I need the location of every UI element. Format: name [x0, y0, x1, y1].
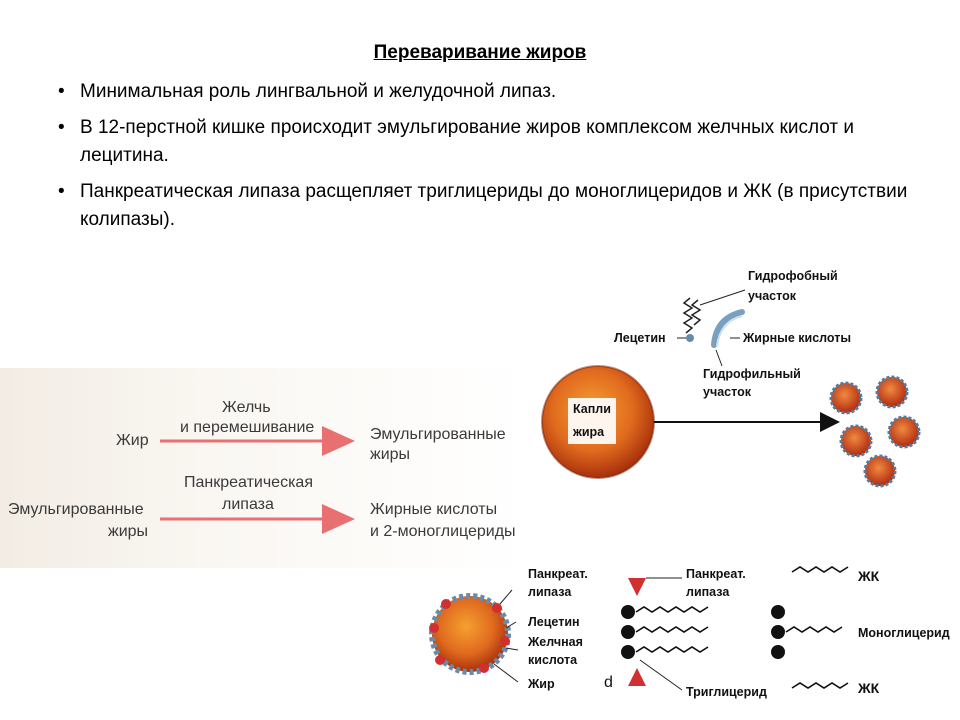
lipase-dot [441, 599, 451, 609]
glycerol-head [621, 645, 635, 659]
label-pancreatic-lipase-right-2: липаза [686, 585, 730, 599]
label-fatty-acids: Жирные кислоты [743, 331, 852, 345]
label-droplet-2: жира [573, 425, 605, 439]
hydrophobic-tail [690, 299, 702, 326]
emulsified-droplet [432, 596, 508, 672]
flow-input-emulsified-2: жиры [108, 523, 149, 540]
monoglyceride-head [771, 645, 785, 659]
flow-label-lipase: липаза [222, 496, 274, 513]
flow-label-mixing: и перемешивание [180, 419, 315, 436]
monoglyceride-head [771, 605, 785, 619]
glycerol-head [621, 625, 635, 639]
pointer-line [505, 621, 517, 629]
label-hydrophilic: Гидрофильный [703, 367, 801, 381]
lipase-arrow-top [628, 578, 646, 596]
lipase-dot [435, 655, 445, 665]
micelle [839, 424, 873, 458]
label-lecithin: Лецетин [614, 331, 666, 345]
flow-input-emulsified: Эмульгированные [8, 501, 144, 518]
droplet-label-box [568, 398, 616, 444]
lipase-dot [479, 663, 489, 673]
flow-input-fat: Жир [116, 432, 149, 449]
pointer-line [505, 647, 519, 651]
monoglyceride-head [771, 625, 785, 639]
bullet-item: Минимальная роль лингвальной и желудочно… [58, 78, 918, 106]
label-d: d [604, 674, 613, 691]
flow-label-pancreatic: Панкреатическая [184, 474, 313, 491]
pointer-line [499, 589, 513, 605]
micelle [829, 381, 863, 415]
bullet-item: В 12-перстной кишке происходит эмульгиро… [58, 114, 918, 170]
micelle [887, 415, 921, 449]
label-hydrophilic-2: участок [703, 385, 751, 399]
bile-acid-shape [711, 309, 745, 348]
fatty-acid-chain [635, 606, 709, 613]
lipase-arrow-bottom [628, 668, 646, 686]
bullet-list: Минимальная роль лингвальной и желудочно… [58, 78, 918, 242]
pointer-line [715, 349, 723, 367]
flow-output-fatty-acids: Жирные кислоты [370, 501, 498, 518]
label-monoglyceride: Моноглицерид [858, 626, 950, 640]
label-fa-bottom: ЖК [858, 680, 880, 696]
flow-output-emulsified-2: жиры [370, 446, 411, 463]
label-pancreatic-lipase: Панкреат. [528, 567, 588, 581]
glycerol-head [621, 605, 635, 619]
bile-acid-shape [716, 315, 743, 347]
fatty-acid-chain [635, 646, 709, 653]
lipase-dot [429, 623, 439, 633]
triglyceride-molecule [621, 605, 709, 659]
label-bile-acid-2: кислота [528, 653, 578, 667]
flow-output-emulsified: Эмульгированные [370, 426, 506, 443]
pointer-line [639, 659, 683, 691]
micelle-cluster [829, 375, 921, 488]
bullet-item: Панкреатическая липаза расщепляет тригли… [58, 178, 918, 234]
free-fatty-acid [791, 566, 849, 573]
label-hydrophobic: Гидрофобный [748, 269, 838, 283]
monoglyceride-chain [785, 626, 843, 633]
hydrophobic-tail [682, 297, 694, 334]
label-droplet: Капли [573, 402, 611, 416]
free-fatty-acid [791, 682, 849, 689]
pointer-line [699, 289, 746, 306]
label-bile-acid: Желчная [528, 635, 583, 649]
label-hydrophobic-2: участок [748, 289, 796, 303]
lipase-dot [492, 603, 502, 613]
flow-output-monoglycerides: и 2-моноглицериды [370, 523, 516, 540]
slide-title: Переваривание жиров [373, 42, 587, 63]
emulsified-droplet-coat [429, 593, 511, 675]
micelle [875, 375, 909, 409]
lipase-dot [500, 636, 510, 646]
label-pancreatic-lipase-2: липаза [528, 585, 572, 599]
lecithin-head [686, 334, 694, 342]
label-lecithin-bottom: Лецетин [528, 615, 580, 629]
digestion-flow-panel [0, 368, 528, 568]
label-fa-top: ЖК [858, 568, 880, 584]
fatty-acid-chain [635, 626, 709, 633]
label-triglyceride: Триглицерид [686, 685, 767, 699]
micelle [863, 454, 897, 488]
label-fat: Жир [528, 677, 555, 691]
label-pancreatic-lipase-right: Панкреат. [686, 567, 746, 581]
pointer-line [493, 663, 519, 683]
flow-label-bile: Желчь [222, 399, 271, 416]
